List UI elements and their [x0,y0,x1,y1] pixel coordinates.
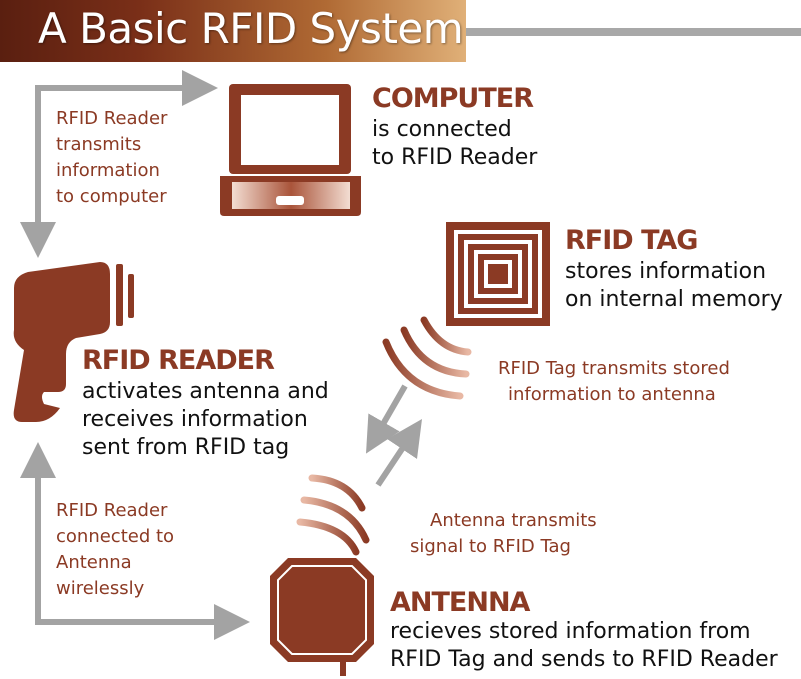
reader-desc-line-1: activates antenna and [82,379,329,404]
computer-desc-line-2: to RFID Reader [372,145,538,170]
arrow-antenna-to-tag [375,419,422,487]
reader-desc-line-3: sent from RFID tag [82,435,290,460]
note-line: transmits [56,134,142,155]
note-line: information [56,160,160,181]
title-banner [0,0,466,62]
note-line: wirelessly [56,578,145,599]
antenna-icon [270,558,374,676]
laptop-icon [220,84,361,216]
note-line: Antenna transmits [430,510,597,531]
rfid-tag-icon [446,222,550,326]
tag-signal-waves-icon [382,316,472,400]
note-line: signal to RFID Tag [410,536,571,557]
antenna-signal-waves-icon [296,474,370,556]
note-reader-to-computer: RFID Reader transmits information to com… [56,106,167,210]
arrow-tag-to-antenna [366,384,408,454]
antenna-desc-line-1: recieves stored information from [390,619,751,644]
note-line: information to antenna [508,384,716,405]
tag-desc-line-1: stores information [565,259,767,284]
antenna-heading: ANTENNA [390,587,530,618]
note-line: RFID Reader [56,108,168,129]
connector-arrows [20,70,422,640]
tag-desc-line-2: on internal memory [565,287,783,312]
computer-heading: COMPUTER [372,83,534,114]
note-line: RFID Tag transmits stored [498,358,730,379]
tag-heading: RFID TAG [565,225,698,256]
note-line: to computer [56,186,167,207]
note-reader-antenna: RFID Reader connected to Antenna wireles… [56,498,174,602]
note-line: RFID Reader [56,500,168,521]
note-line: connected to [56,526,175,547]
antenna-desc-line-2: RFID Tag and sends to RFID Reader [390,647,778,672]
reader-desc-line-2: receives information [82,407,308,432]
note-tag-to-antenna: RFID Tag transmits stored information to… [498,356,730,408]
rfid-reader-icon [13,262,134,422]
title-rule [466,28,801,36]
page-title: A Basic RFID System [38,4,464,53]
reader-heading: RFID READER [82,345,275,376]
note-antenna-to-tag: Antenna transmits signal to RFID Tag [410,508,597,560]
note-line: Antenna [56,552,132,573]
computer-desc-line-1: is connected [372,117,512,142]
